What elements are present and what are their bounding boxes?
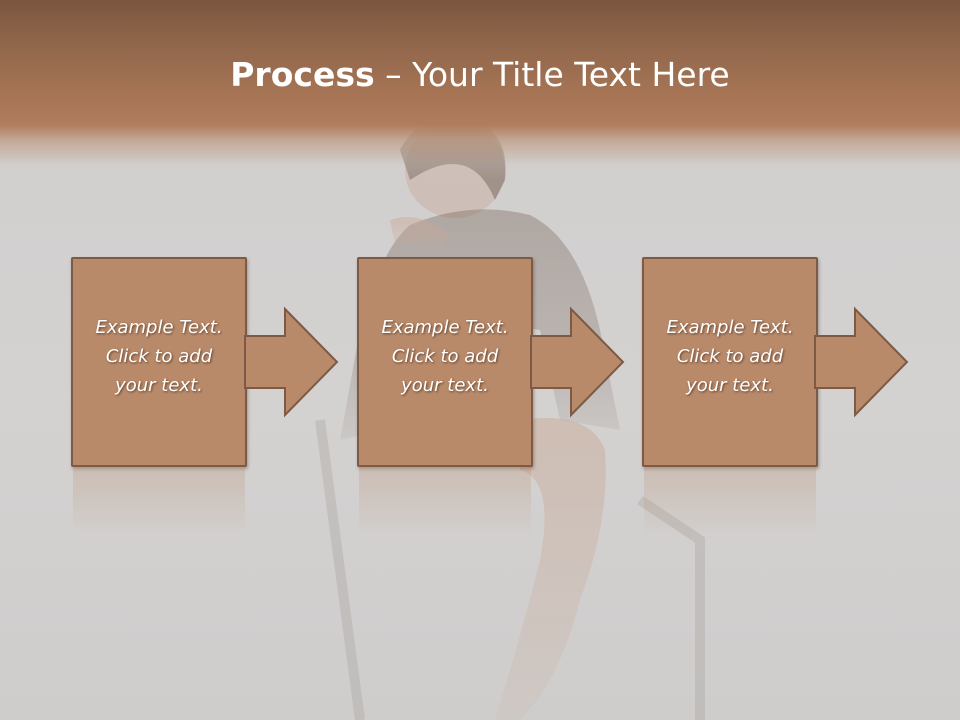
arrow-right-icon	[530, 306, 625, 418]
process-step-1[interactable]: Example Text. Click to add your text.	[71, 257, 247, 467]
step-3-reflection	[644, 468, 816, 538]
step-2-reflection	[359, 468, 531, 538]
step-1-text[interactable]: Example Text. Click to add your text.	[95, 317, 223, 396]
arrow-right-icon	[814, 306, 909, 418]
process-step-2[interactable]: Example Text. Click to add your text.	[357, 257, 533, 467]
arrow-right-icon	[244, 306, 339, 418]
step-2-text[interactable]: Example Text. Click to add your text.	[381, 317, 509, 396]
step-1-reflection	[73, 468, 245, 538]
process-step-3[interactable]: Example Text. Click to add your text.	[642, 257, 818, 467]
title-rest: – Your Title Text Here	[374, 55, 730, 94]
step-3-text[interactable]: Example Text. Click to add your text.	[666, 317, 794, 396]
title-bold: Process	[230, 55, 375, 94]
title-band	[0, 0, 960, 180]
page-title[interactable]: Process – Your Title Text Here	[0, 52, 960, 98]
